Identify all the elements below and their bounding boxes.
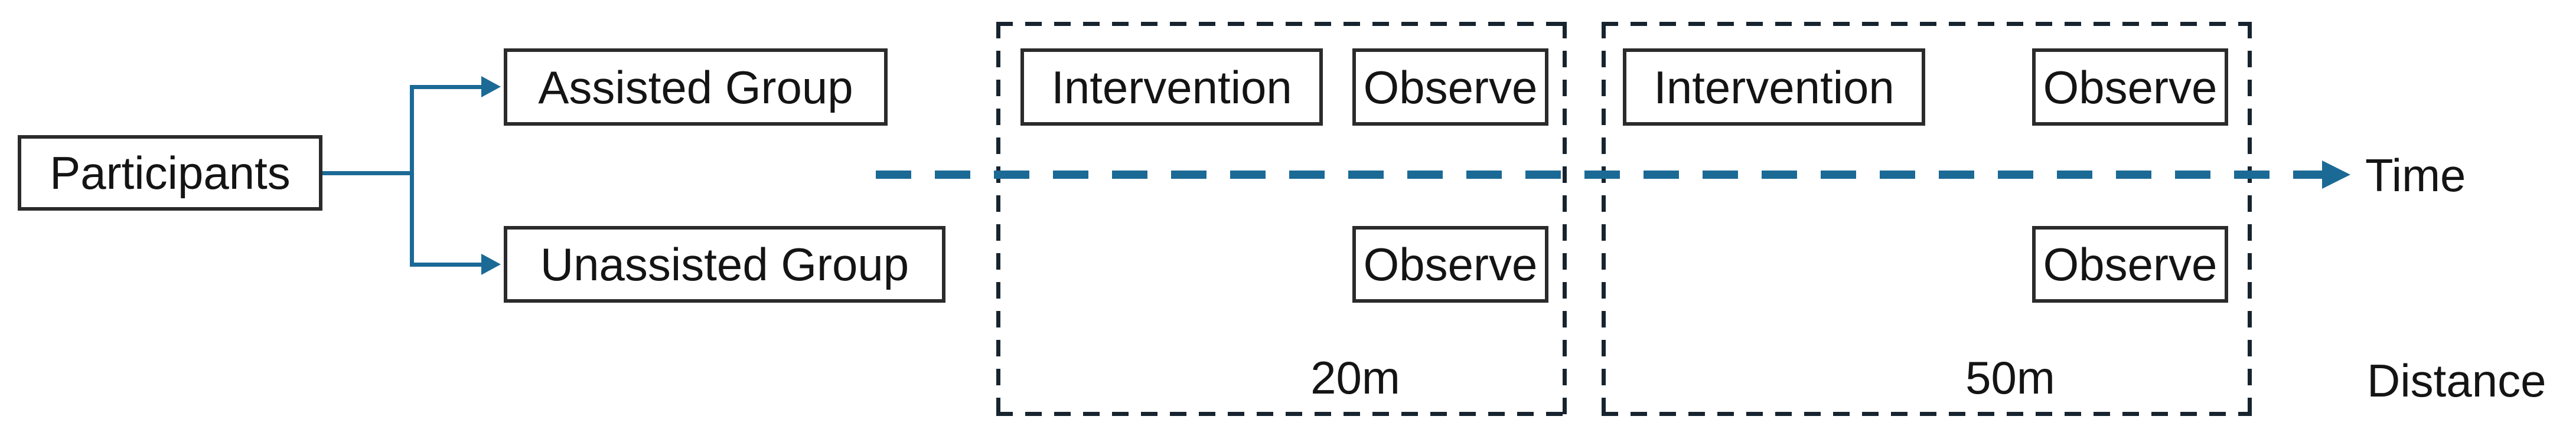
observe-box-unassisted-phase1: Observe [1352, 226, 1548, 303]
connector-branch-bottom-line [412, 263, 481, 267]
phase1-dashed-bottom-edge [996, 412, 1567, 416]
distance-axis-label: Distance [2367, 355, 2546, 407]
intervention-box-phase1: Intervention [1020, 48, 1323, 126]
phase1-dashed-right-edge [1563, 22, 1567, 416]
assisted-arrowhead-icon [481, 76, 501, 97]
phase2-dashed-left-edge [1602, 22, 1606, 416]
phase2-dashed-bottom-edge [1602, 412, 2252, 416]
connector-branch-top-line [412, 85, 481, 89]
distance-label-phase1: 20m [1310, 352, 1400, 404]
phase2-region [1602, 22, 2252, 416]
phase1-region [996, 22, 1567, 416]
unassisted-arrowhead-icon [481, 254, 501, 275]
phase1-dashed-top-edge [996, 22, 1567, 26]
time-axis-line [876, 171, 2324, 179]
connector-stem-line [322, 171, 412, 175]
time-axis-arrowhead-icon [2322, 160, 2350, 189]
distance-label-phase2: 50m [1965, 352, 2055, 404]
time-axis-label: Time [2365, 149, 2466, 201]
assisted-group-box: Assisted Group [504, 48, 888, 126]
participants-box: Participants [18, 135, 322, 211]
intervention-box-phase2: Intervention [1623, 48, 1925, 126]
observe-box-assisted-phase2: Observe [2032, 48, 2228, 126]
observe-box-unassisted-phase2: Observe [2032, 226, 2228, 303]
phase2-dashed-top-edge [1602, 22, 2252, 26]
phase2-dashed-right-edge [2248, 22, 2252, 416]
observe-box-assisted-phase1: Observe [1352, 48, 1548, 126]
phase1-dashed-left-edge [996, 22, 1000, 416]
connector-vertical-line [410, 85, 414, 267]
unassisted-group-box: Unassisted Group [504, 226, 945, 303]
